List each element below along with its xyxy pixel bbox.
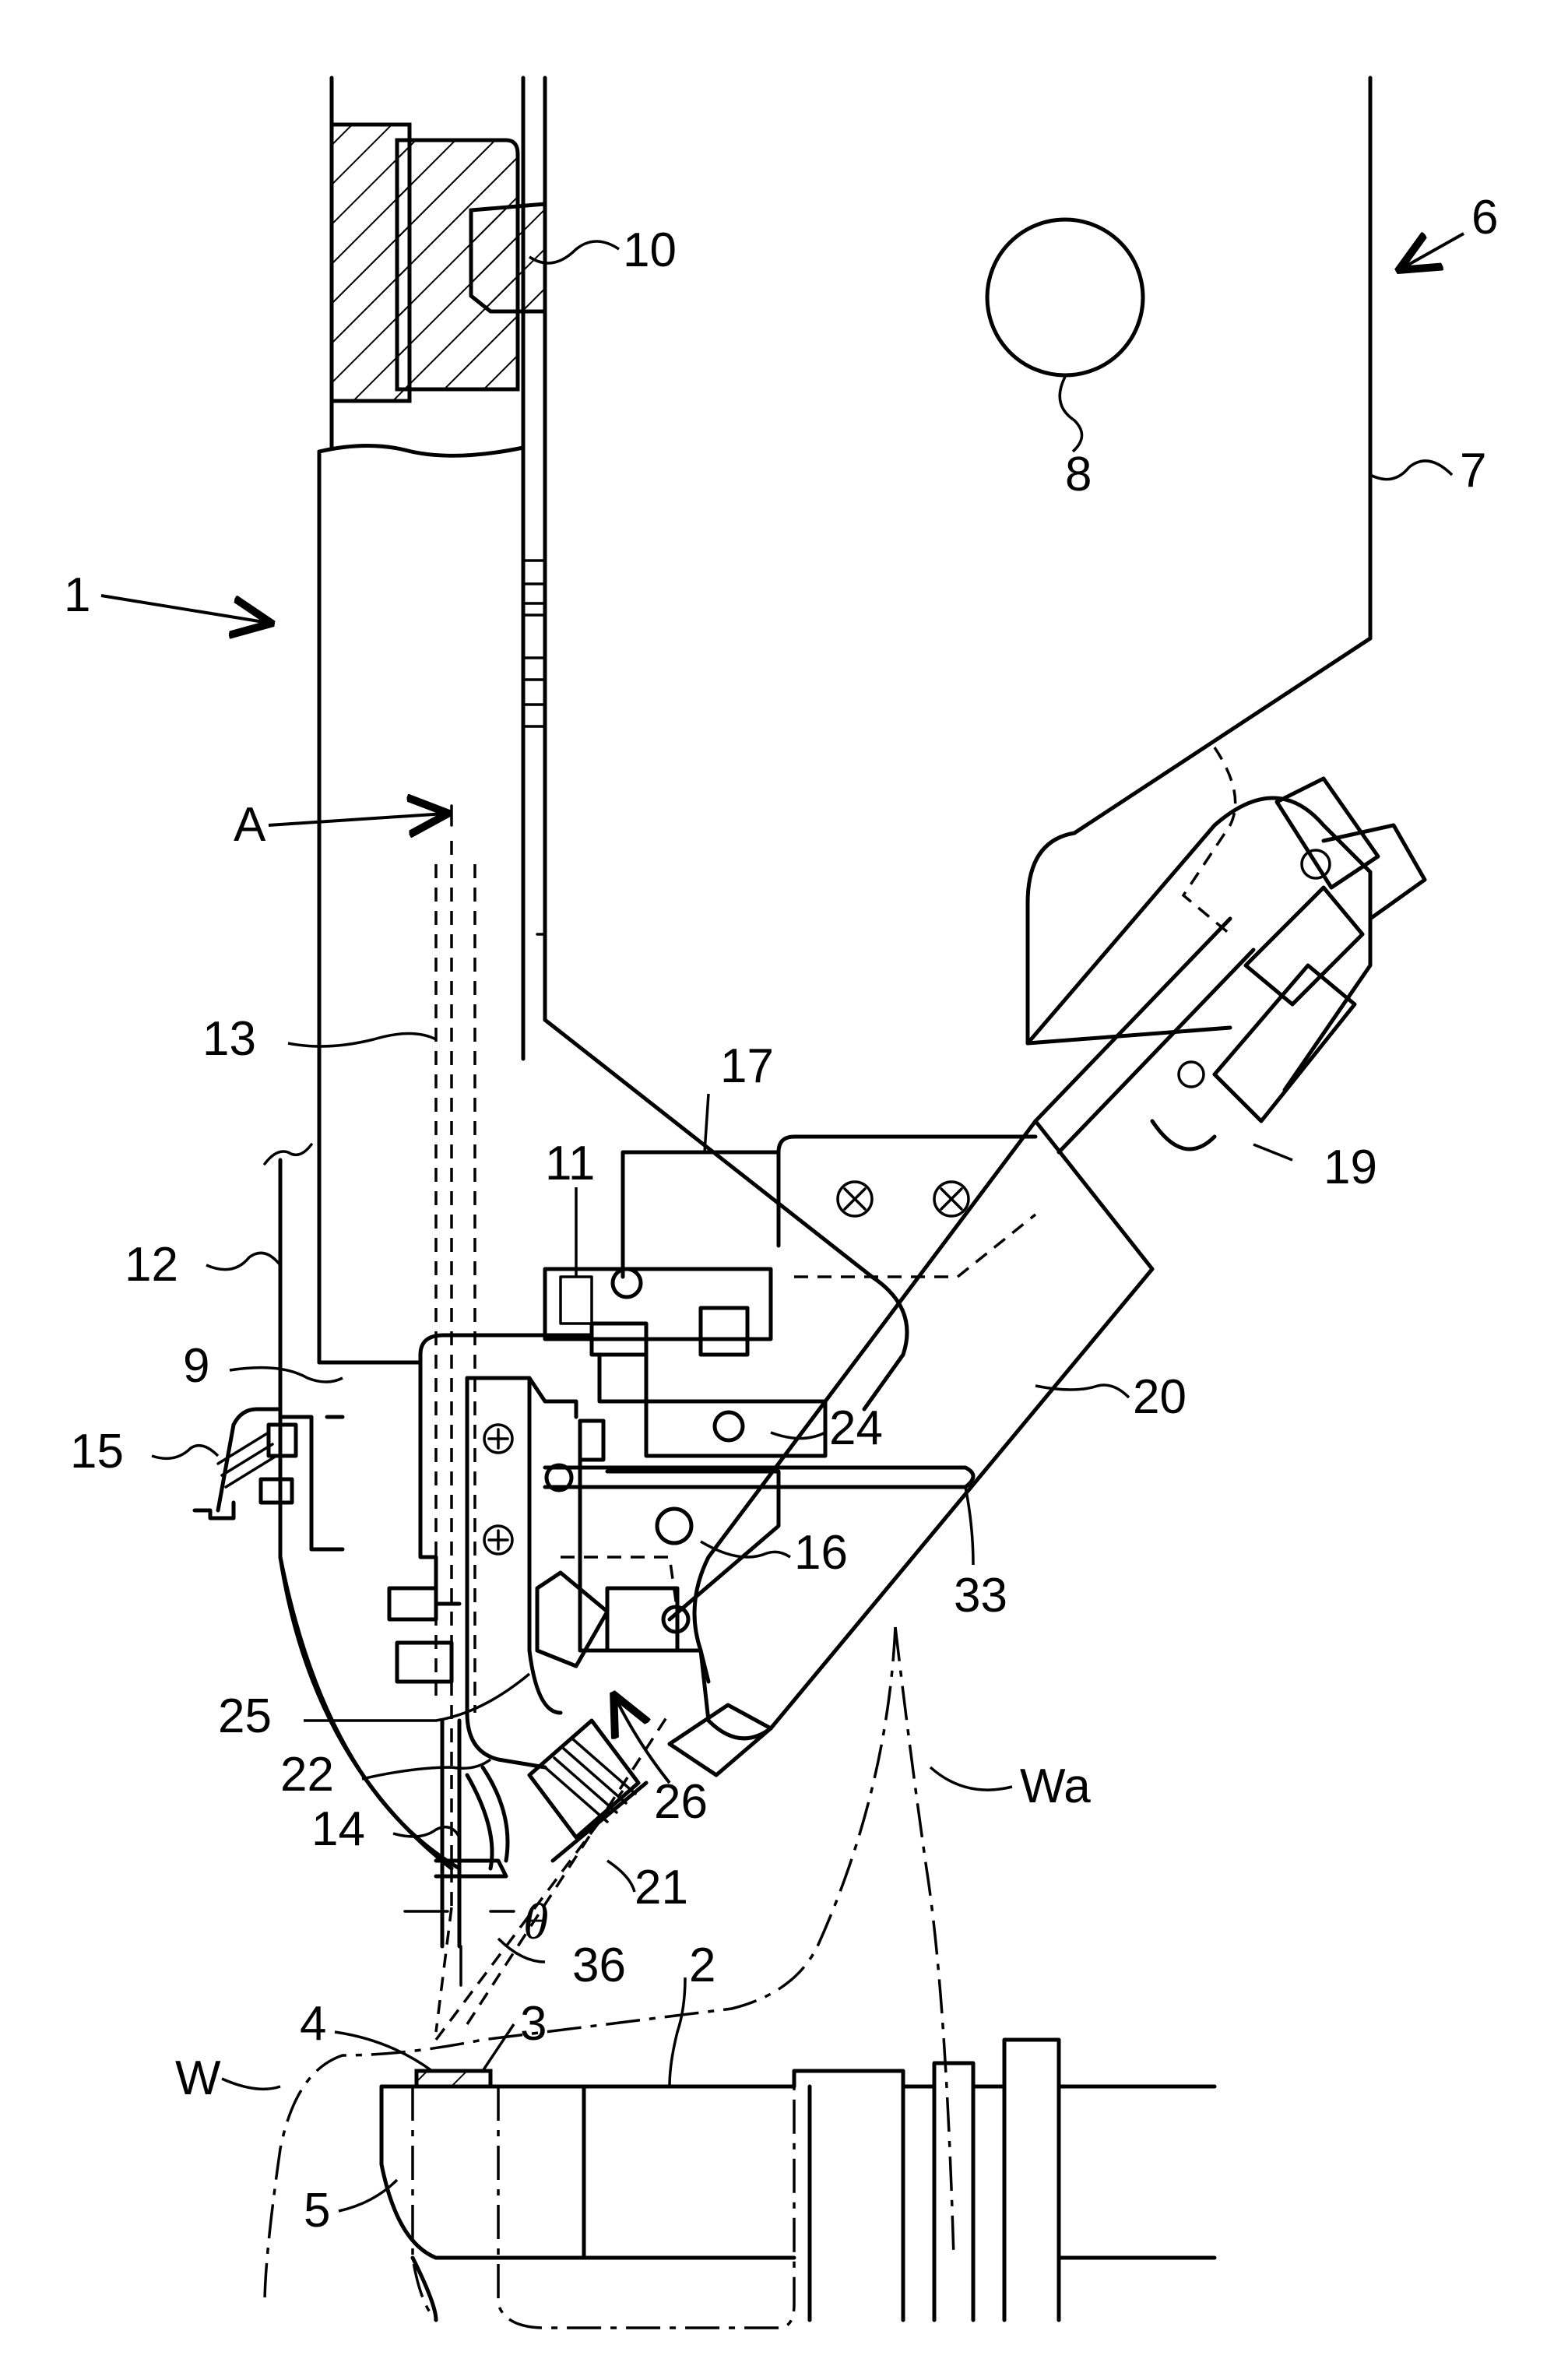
label-6: 6 xyxy=(1471,191,1498,244)
bed-2 xyxy=(381,2040,1215,2328)
block-24 xyxy=(646,1401,825,1456)
arrow-A xyxy=(269,814,445,825)
label-10: 10 xyxy=(623,223,677,277)
shaft-8 xyxy=(987,220,1143,375)
label-19: 19 xyxy=(1324,1141,1377,1194)
label-26: 26 xyxy=(654,1775,708,1829)
label-1: 1 xyxy=(64,568,90,622)
label-12: 12 xyxy=(125,1238,178,1292)
label-17: 17 xyxy=(720,1039,774,1093)
label-9: 9 xyxy=(183,1339,209,1393)
label-20: 20 xyxy=(1133,1370,1187,1424)
pressor-21 xyxy=(529,1721,638,1837)
part-3 xyxy=(417,2071,490,2086)
arrow-6 xyxy=(1401,234,1464,269)
label-13: 13 xyxy=(202,1012,256,1066)
label-theta: θ xyxy=(523,1893,548,1950)
label-24: 24 xyxy=(829,1401,883,1455)
label-Wa: Wa xyxy=(1020,1760,1091,1813)
label-16: 16 xyxy=(794,1526,848,1580)
label-14: 14 xyxy=(311,1802,365,1856)
arrow-26 xyxy=(615,1697,670,1783)
motor-assembly-19 xyxy=(1028,747,1425,1160)
label-A: A xyxy=(234,798,266,852)
label-25: 25 xyxy=(218,1689,272,1743)
label-33: 33 xyxy=(954,1569,1007,1622)
label-15: 15 xyxy=(70,1425,124,1478)
arrow-1 xyxy=(101,596,269,623)
label-22: 22 xyxy=(280,1748,334,1802)
label-2: 2 xyxy=(689,1939,715,1992)
cylinder-20 xyxy=(670,1121,1152,1775)
guide-rail-10 xyxy=(471,204,545,311)
machine-arm xyxy=(319,78,545,1362)
label-3: 3 xyxy=(520,1997,547,2051)
label-4: 4 xyxy=(300,1997,326,2051)
label-5: 5 xyxy=(304,2184,330,2238)
label-21: 21 xyxy=(635,1861,688,1914)
block-11 xyxy=(545,1269,771,1339)
label-7: 7 xyxy=(1460,444,1486,497)
label-36: 36 xyxy=(572,1939,626,1992)
label-11: 11 xyxy=(545,1137,595,1190)
label-8: 8 xyxy=(1065,448,1092,501)
label-W: W xyxy=(175,2051,221,2105)
